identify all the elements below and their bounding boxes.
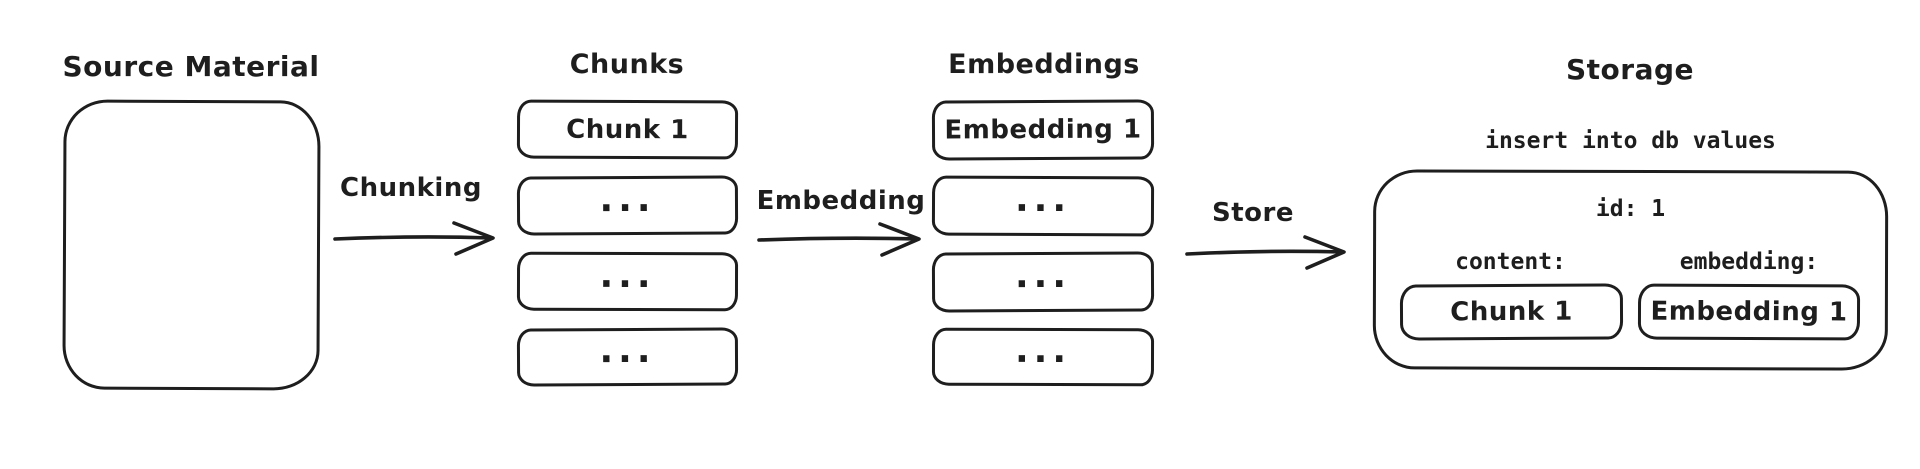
chunks-title: Chunks: [569, 49, 685, 80]
chunk-item-box: Chunk 1: [516, 99, 739, 160]
chunk-item-label: Chunk 1: [566, 114, 689, 145]
store-arrow-label: Store: [1212, 198, 1294, 228]
chunk-item-box: ...: [516, 175, 739, 236]
storage-embedding-label: embedding:: [1679, 249, 1819, 275]
storage-content-value: Chunk 1: [1450, 296, 1573, 328]
store-arrow-icon: [1185, 235, 1346, 270]
chunk-item-label: ...: [599, 254, 656, 296]
storage-title: Storage: [1565, 53, 1695, 86]
storage-embedding-value: Embedding 1: [1650, 296, 1848, 328]
source-material-title: Source Material: [62, 50, 320, 83]
source-material-rect: [62, 99, 321, 391]
storage-record-id: id: 1: [1595, 196, 1666, 222]
storage-content-value-box: Chunk 1: [1399, 283, 1624, 341]
chunk-item-label: ...: [599, 178, 656, 220]
chunk-item-box: ...: [516, 327, 739, 387]
embeddings-title: Embeddings: [948, 49, 1140, 80]
embedding-item-box: ...: [931, 251, 1155, 313]
storage-insert-statement: insert into db values: [1485, 128, 1776, 154]
embedding-item-box: ...: [931, 327, 1155, 387]
storage-content-label: content:: [1455, 249, 1566, 275]
chunking-arrow-label: Chunking: [340, 173, 482, 203]
chunk-item-label: ...: [599, 329, 656, 372]
embedding-item-label: ...: [1014, 254, 1072, 297]
storage-embedding-value-box: Embedding 1: [1637, 283, 1861, 341]
embedding-item-box: Embedding 1: [931, 99, 1155, 161]
chunking-arrow-icon: [333, 221, 495, 256]
embedding-item-label: ...: [1014, 178, 1072, 221]
embedding-item-label: ...: [1014, 329, 1072, 372]
embedding-item-label: Embedding 1: [944, 114, 1142, 146]
chunk-item-box: ...: [516, 251, 739, 312]
embedding-arrow-label: Embedding: [756, 186, 926, 216]
embedding-arrow-icon: [757, 222, 921, 257]
embedding-item-box: ...: [931, 175, 1155, 237]
